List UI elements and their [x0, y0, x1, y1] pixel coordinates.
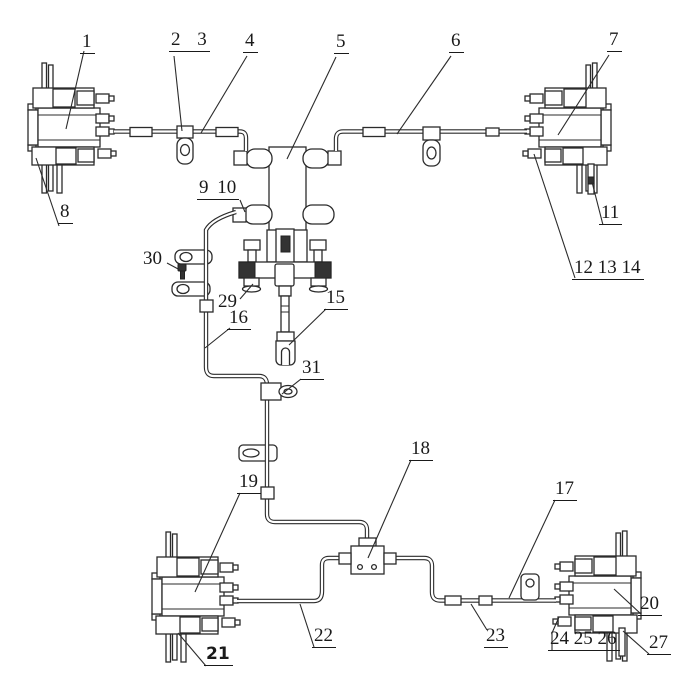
part-label-17: 17 — [553, 479, 577, 501]
part-label-7: 7 — [607, 30, 622, 52]
part-label-27: 27 — [647, 633, 671, 655]
part-label-8: 8 — [58, 202, 73, 224]
brake-unit-top-right — [522, 62, 612, 194]
pipe-clamp-31 — [260, 382, 298, 401]
rod-27 — [618, 627, 626, 657]
part-label-20: 20 — [638, 594, 662, 616]
brake-pipes — [114, 132, 556, 602]
part-label-9-10: 9 10 — [197, 178, 240, 200]
part-label-21: 21 — [204, 645, 233, 666]
part-label-30: 30 — [143, 248, 162, 269]
part-label-4: 4 — [243, 31, 258, 53]
clevis-fork-15 — [275, 331, 296, 366]
part-label-23: 23 — [484, 626, 508, 648]
part-label-2-3: 2 3 — [169, 30, 210, 52]
part-label-12-13-14: 12 13 14 — [572, 258, 644, 280]
pipe-22 — [237, 558, 341, 601]
part-label-15: 15 — [324, 288, 348, 310]
part-label-22: 22 — [312, 626, 336, 648]
part-label-19: 19 — [237, 472, 261, 494]
part-label-11: 11 — [599, 203, 623, 225]
bolt-30 — [177, 263, 187, 280]
pipe-clamp-2-3 — [176, 125, 194, 165]
coupling-23 — [444, 595, 462, 606]
part-label-29: 29 — [218, 291, 237, 312]
part-label-6: 6 — [449, 31, 464, 53]
pipe-clamp-17 — [520, 573, 540, 601]
mount-tab-lower — [171, 281, 211, 297]
slotted-bracket — [238, 444, 278, 462]
master-valve — [238, 228, 332, 366]
brake-unit-bottom-left — [151, 531, 241, 663]
part-label-1: 1 — [80, 32, 95, 54]
pipe-clamp-right-line — [422, 126, 441, 167]
part-label-24-25-26: 24 25 26 — [548, 629, 620, 651]
tee-block-18 — [338, 537, 397, 575]
part-label-5: 5 — [334, 32, 349, 54]
pipe-stub-11 — [587, 163, 595, 195]
push-rod — [278, 285, 292, 297]
part-label-18: 18 — [409, 439, 433, 461]
pipe-couplings — [129, 126, 500, 606]
part-label-16: 16 — [227, 308, 251, 330]
junction-block-5 — [232, 146, 342, 239]
part-label-31: 31 — [300, 358, 324, 380]
mount-tab-upper — [174, 249, 213, 265]
leader-lines — [35, 50, 650, 667]
